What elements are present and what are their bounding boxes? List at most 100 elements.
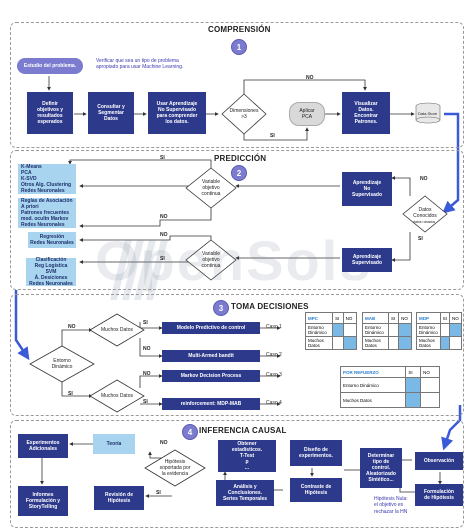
additional-experiments-box: Experimentos Adicionales: [18, 434, 68, 458]
no-label: NO: [160, 214, 168, 220]
theory-box: Teoría: [93, 434, 135, 454]
table-cell: [398, 336, 412, 350]
table-row-label: Muchos Datos: [362, 336, 389, 350]
table-cell: [398, 323, 412, 337]
table-row-label: Muchos Datos: [416, 336, 441, 350]
table-header: MAB: [362, 312, 389, 324]
table-cell: [342, 336, 358, 350]
decision-diamond: [221, 93, 267, 135]
si-label: SI: [143, 399, 148, 405]
si-label: SI: [270, 133, 275, 139]
si-label: SI: [160, 256, 165, 262]
watermark-logo: [110, 240, 168, 300]
table-row-label: Muchos Datos: [304, 336, 334, 350]
hypothesis-review-box: Revisión de Hipótesis: [94, 486, 144, 510]
datastore-icon: [415, 102, 441, 124]
case-label: Caso 4: [266, 400, 282, 406]
experiment-design-box: Diseño de experimentos.: [290, 440, 342, 466]
table-cell: [439, 323, 451, 337]
analysis-box: Análisis y Conclusiones. Series Temporal…: [216, 480, 274, 506]
decision-diamond: [144, 449, 206, 487]
case-label: Caso 2: [266, 352, 282, 358]
section-title: COMPRENSIÓN: [208, 25, 271, 34]
define-objectives-box: Definir objetivos y resultados esperados: [27, 92, 73, 134]
hypothesis-contrast-box: Contraste de Hipótesis: [290, 478, 342, 502]
table-cell: [342, 323, 358, 337]
table-cell: [332, 336, 344, 350]
table-cell: [439, 336, 451, 350]
no-label: NO: [160, 232, 168, 238]
table-header: NO: [420, 366, 440, 378]
table-row-label: Muchos Datos: [339, 392, 407, 408]
control-type-box: Determinar tipo de control. Aleatorizado…: [360, 448, 402, 488]
no-label: NO: [143, 371, 151, 377]
clustering-algorithms-list: K-Means PCA K-SVD Otros Alg. Clustering …: [18, 164, 76, 194]
table-row-label: Entorno Dinámico: [416, 323, 441, 337]
markov-box: Markov Decision Process: [162, 370, 260, 382]
continuous-target-decision: Variable objetivo continua: [201, 179, 221, 197]
no-label: NO: [160, 440, 168, 446]
table-cell: [387, 323, 400, 337]
table-cell: [449, 336, 462, 350]
table-cell: [387, 336, 400, 350]
section-comprension: [10, 22, 464, 148]
case-label: Caso 3: [266, 372, 282, 378]
decision-diamond: [185, 239, 237, 281]
null-hypothesis-note: Hipótesis Nula: el objetivo es rechazar …: [374, 496, 408, 515]
note-text: Verificar que sea un tipo de problema ap…: [96, 58, 184, 71]
observation-box: Observación: [415, 452, 463, 470]
table-cell: [420, 392, 440, 408]
much-data-decision: Muchos Datos: [101, 393, 133, 399]
table-header: NO: [449, 312, 462, 324]
bandit-box: Multi-Armed bandit: [162, 350, 260, 362]
section-title: PREDICCIÓN: [214, 154, 267, 163]
mpc-box: Modelo Predictivo de control: [162, 322, 260, 334]
dimensions-decision: Dimensiones >3: [229, 108, 259, 120]
si-label: SI: [418, 236, 423, 242]
case-label: Caso 1: [266, 324, 282, 330]
no-label: NO: [306, 75, 314, 81]
table-row-label: Entorno Dinámico: [362, 323, 389, 337]
hypothesis-supported-decision: Hipótesis soportada por la evidencia: [159, 459, 191, 477]
rl-box: reinforcement: MDP-MAB: [162, 398, 260, 410]
table-cell: [420, 377, 440, 393]
dynamic-environment-decision: Entorno Dinámico: [51, 358, 73, 370]
table-cell: [405, 392, 422, 408]
table-cell: [405, 377, 422, 393]
table-cell: [332, 323, 344, 337]
known-data-decision: Datos Conocidos: [413, 206, 437, 219]
si-label: SI: [143, 320, 148, 326]
section-title: INFERENCIA CAUSAL: [199, 426, 287, 435]
classification-algorithms-list: Clasificación Reg Logística SVM Á. Desic…: [26, 257, 76, 287]
section-number-badge: 3: [213, 300, 229, 316]
si-label: SI: [160, 155, 165, 161]
no-label: NO: [420, 176, 428, 182]
table-row-label: Entorno Dinámico: [304, 323, 334, 337]
get-statistics-box: Obtener estadísticos. T-Test p ...: [218, 440, 276, 472]
table-header: MPC: [304, 312, 334, 324]
no-label: NO: [68, 324, 76, 330]
table-header: POR REFUERZO: [339, 366, 407, 378]
si-label: SI: [156, 490, 161, 496]
hypothesis-formulation-box: Formulación de Hipótesis: [415, 484, 463, 506]
unsupervised-learning-box: Usar Aprendizaje No Supervisado para com…: [148, 92, 206, 134]
section-inferencia-causal: [10, 420, 464, 528]
section-prediccion: [10, 150, 464, 290]
consult-data-box: Consultar y Segmentar Datos: [88, 92, 134, 134]
decision-diamond: [185, 167, 237, 209]
table-header: NO: [398, 312, 412, 324]
known-data-sub: datos robados: [413, 220, 436, 224]
decision-diamond: [29, 345, 95, 383]
table-header: SI: [405, 366, 422, 378]
decision-diamond: [89, 379, 145, 413]
unsupervised-box: Aprendizaje No Supervisado: [342, 172, 392, 206]
reports-box: Informes Formulación y StoryTelling: [18, 486, 68, 516]
much-data-decision: Muchos Datos: [101, 327, 133, 333]
table-header: MDP: [416, 312, 441, 324]
